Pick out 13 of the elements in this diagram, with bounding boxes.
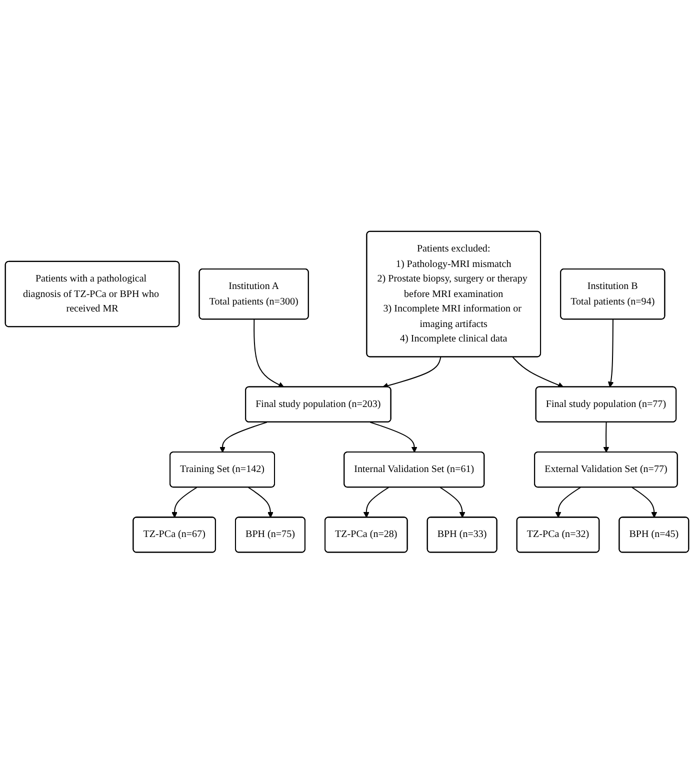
arrow — [555, 487, 581, 518]
arrow — [172, 487, 198, 518]
arrow — [370, 422, 418, 453]
arrow — [512, 356, 564, 388]
arrow — [382, 357, 442, 389]
arrow — [603, 422, 610, 453]
arrow — [608, 320, 614, 388]
arrow — [254, 320, 284, 388]
arrow — [363, 487, 389, 518]
arrow — [632, 487, 658, 518]
arrow — [440, 487, 466, 518]
arrow — [220, 422, 268, 453]
arrow — [248, 487, 274, 518]
